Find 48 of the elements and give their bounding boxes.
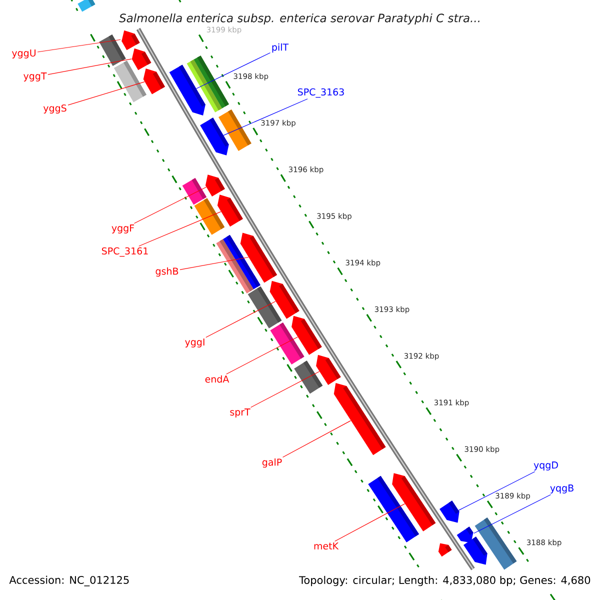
- leader-line: [250, 371, 320, 408]
- gene-label: yqgB: [550, 484, 574, 494]
- footer-text: Topology: circular; Length: 4,833,080 bp; Genes: 4,680: [299, 576, 590, 586]
- gene-label: galP: [262, 458, 282, 468]
- gene-bar: [456, 526, 474, 543]
- gene-label: yggT: [24, 72, 47, 82]
- gene-bar: [122, 30, 140, 50]
- leader-line: [138, 211, 222, 246]
- title: Salmonella enterica subsp. enterica serovar Paratyphi C stra...: [119, 13, 480, 25]
- gene-bar: [440, 500, 460, 523]
- leader-line: [282, 420, 351, 458]
- leader-line: [68, 81, 145, 106]
- gene-label: pilT: [272, 43, 289, 53]
- gene-label: metK: [314, 542, 339, 550]
- gene-bar: [132, 48, 152, 70]
- leader-line: [458, 471, 536, 511]
- gene-label: sprT: [230, 408, 250, 418]
- gene-label: SPC_3161: [102, 247, 148, 257]
- gene-bar: [316, 354, 341, 385]
- leader-line: [226, 336, 298, 374]
- gene-bar: [270, 280, 300, 319]
- leader-line: [48, 58, 132, 75]
- gene-label: SPC_3163: [298, 88, 344, 98]
- gene-bar: [200, 118, 229, 156]
- leader-line: [196, 52, 271, 89]
- gene-bar: [292, 316, 322, 355]
- leader-line: [37, 39, 121, 52]
- leader-line: [206, 301, 276, 338]
- gene-bar: [392, 473, 436, 532]
- leader-line: [474, 494, 552, 534]
- gene-label: yqgD: [534, 462, 558, 470]
- gene-label: yggU: [12, 50, 36, 58]
- gene-bar: [205, 174, 225, 197]
- footer-text: Accession: NC_012125: [9, 576, 129, 586]
- gene-label: yggF: [112, 224, 134, 234]
- gene-bar: [240, 232, 278, 283]
- leader-line: [334, 504, 406, 542]
- gene-label: yggS: [43, 104, 66, 114]
- leader-line: [223, 98, 308, 136]
- gene-bar: [143, 68, 165, 94]
- gene-bar: [217, 194, 243, 227]
- gene-label: gshB: [156, 267, 178, 277]
- gene-bar: [334, 382, 386, 456]
- gene-label: endA: [205, 375, 230, 383]
- gene-bar: [169, 64, 206, 116]
- leader-line: [134, 186, 206, 224]
- gene-label: yggI: [185, 338, 204, 348]
- leader-line: [180, 256, 249, 270]
